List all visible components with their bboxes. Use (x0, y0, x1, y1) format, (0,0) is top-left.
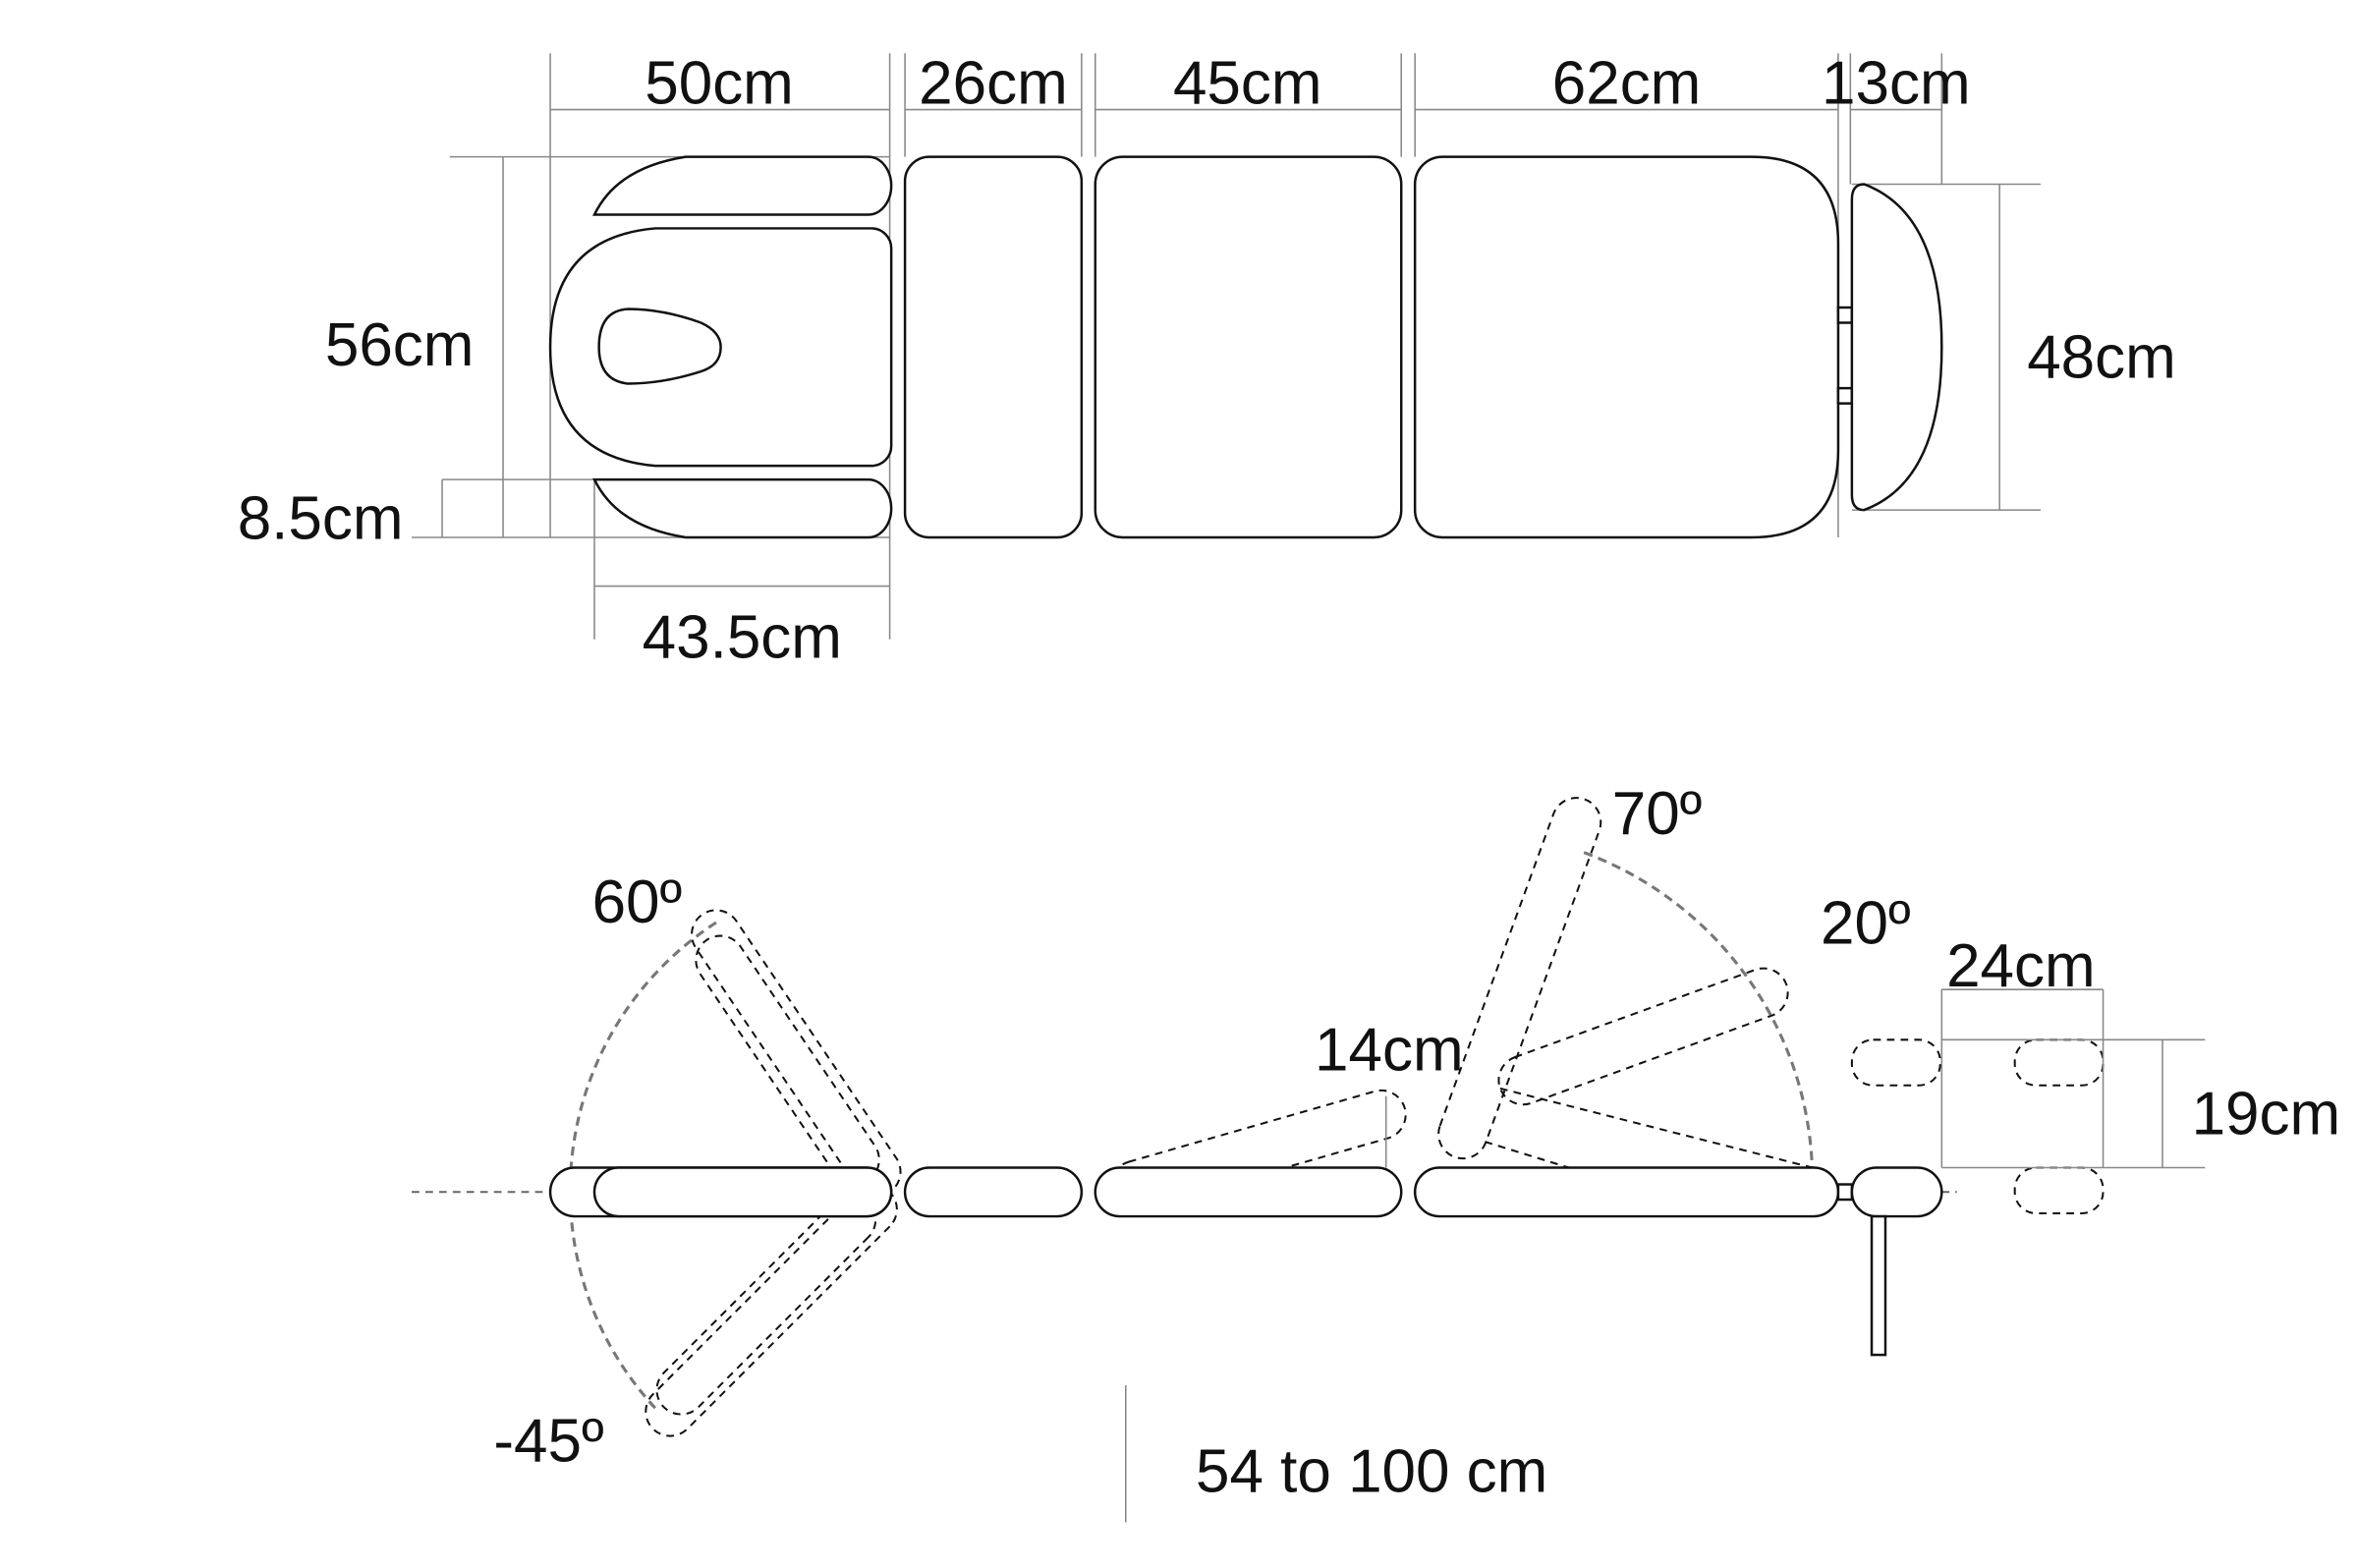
side-end-pad (1850, 1166, 1943, 1218)
side-section-3 (1094, 1166, 1403, 1218)
side-head-pad-inner (592, 1166, 893, 1218)
side-section-4 (1413, 1166, 1840, 1218)
dim-section2-length: 26cm (919, 49, 1068, 117)
connector-bar (1836, 306, 1854, 324)
side-connector (1836, 1183, 1854, 1202)
connector-bar (1836, 386, 1854, 405)
angle-leg-up: 20º (1821, 890, 1911, 958)
dim-lift: 14cm (1315, 1016, 1464, 1084)
dim-armrest-width: 8.5cm (238, 485, 404, 553)
back-tilt-arc (1583, 851, 1815, 1173)
section-2 (903, 155, 1084, 539)
section-4 (1413, 155, 1840, 539)
dim-section3-length: 45cm (1173, 49, 1322, 117)
dim-width: 56cm (325, 311, 475, 379)
head-tilt-arc (568, 921, 717, 1410)
back-up-pad (1437, 797, 1602, 1160)
leg-up-pad (1485, 967, 1813, 1169)
dim-end-length: 13cm (1822, 49, 1971, 117)
lower-armrest (592, 477, 893, 539)
dim-armrest-length: 43.5cm (643, 603, 842, 671)
side-dimension-lines (1124, 988, 2206, 1523)
dim-section4-length: 62cm (1552, 49, 1702, 117)
upper-armrest (592, 155, 893, 216)
face-hole (597, 308, 722, 385)
end-rest (1850, 183, 1943, 512)
angle-back-up: 70º (1612, 780, 1703, 848)
top-dimension-lines (412, 53, 2042, 640)
dim-end-width: 48cm (2027, 323, 2176, 391)
head-up-pads (691, 909, 902, 1198)
end-pad-extended (2013, 1166, 2105, 1214)
end-pad-extended-raised (2013, 1038, 2105, 1087)
side-section-2 (903, 1166, 1084, 1218)
dim-pad-offset: 24cm (1946, 932, 2096, 1000)
dim-head-length: 50cm (645, 49, 794, 117)
end-support-post (1870, 1214, 1887, 1357)
end-pad-raised (1850, 1038, 1941, 1087)
section-3 (1094, 155, 1403, 539)
angle-head-down: -45º (493, 1408, 603, 1476)
dim-height-range: 54 to 100 cm (1196, 1438, 1547, 1506)
dim-pad-height: 19cm (2192, 1080, 2341, 1148)
angle-head-up: 60º (592, 868, 683, 936)
